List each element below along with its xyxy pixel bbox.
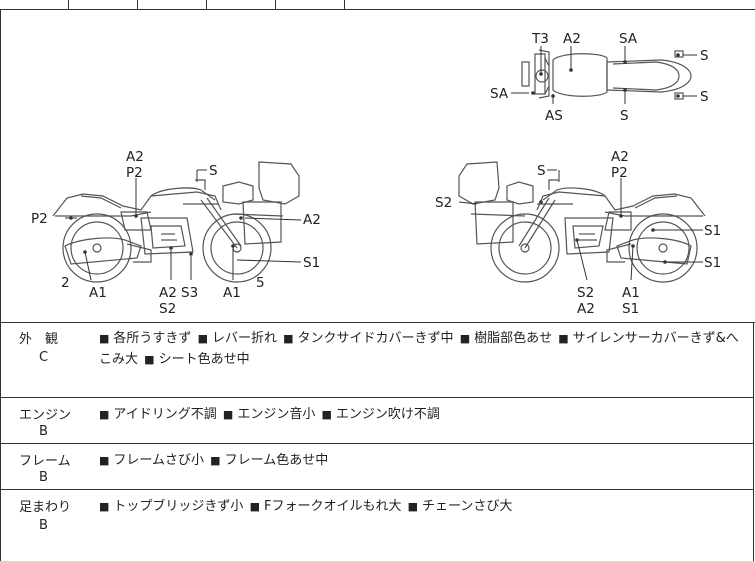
label-right-a2-bottom: A2: [577, 301, 595, 317]
section-grade: C: [39, 350, 49, 365]
label-left-5: 5: [256, 275, 265, 291]
label-right-s1-a: S1: [704, 223, 721, 239]
label-left-s1: S1: [303, 255, 320, 271]
section-items: ■トップブリッジきず小 ■Fフォークオイルもれ大 ■チェーンさび大: [99, 499, 513, 514]
section-category: 外 観: [19, 332, 59, 347]
top-table-strip: [0, 0, 755, 10]
item-text: フレームさび小: [113, 453, 205, 468]
label-left-p2-side: P2: [31, 211, 48, 227]
label-left-p2: P2: [126, 165, 143, 181]
label-top-t3: T3: [531, 31, 549, 47]
item-text: トップブリッジきず小: [113, 499, 244, 514]
left-side-bike: [52, 161, 300, 283]
label-left-a1-bottom: A1: [223, 285, 241, 301]
label-top-sa-right: SA: [619, 31, 638, 47]
label-right-s2-bottom: S2: [577, 285, 594, 301]
item-text: エンジン吹け不調: [335, 407, 440, 422]
label-top-as: AS: [545, 108, 563, 124]
label-left-a2-right: A2: [303, 212, 321, 228]
label-left-a2: A2: [126, 149, 144, 165]
item-text: シート色あせ中: [158, 352, 250, 367]
motorcycle-diagram-svg: T3 A2 SA S S SA AS S A2 P2 S P2 A2 S1 2 …: [31, 31, 721, 317]
section-grade: B: [39, 424, 48, 439]
table-divider: [68, 0, 69, 9]
item-text: サイレンサーカバーきず&へこみ大: [99, 331, 739, 367]
label-right-a2: A2: [611, 149, 629, 165]
item-text: チェーンさび大: [422, 499, 513, 514]
label-right-s1-c: S1: [622, 301, 639, 317]
item-text: 各所うすきず: [113, 331, 192, 346]
label-right-a1: A1: [622, 285, 640, 301]
item-text: フレーム色あせ中: [224, 453, 329, 468]
label-left-s2: S2: [159, 301, 176, 317]
section-category: エンジン: [19, 408, 72, 423]
label-right-s: S: [537, 163, 546, 179]
section-category: 足まわり: [19, 500, 72, 515]
label-right-p2: P2: [611, 165, 628, 181]
label-left-a2-bottom: A2: [159, 285, 177, 301]
label-left-2: 2: [61, 275, 70, 291]
motorcycle-damage-diagram: T3 A2 SA S S SA AS S A2 P2 S P2 A2 S1 2 …: [0, 9, 755, 323]
label-left-s3: S3: [181, 285, 198, 301]
section-engine: エンジン B ■アイドリング不調 ■エンジン音小 ■エンジン吹け不調: [0, 398, 754, 444]
section-grade: B: [39, 518, 48, 533]
section-items: ■アイドリング不調 ■エンジン音小 ■エンジン吹け不調: [99, 407, 440, 422]
label-top-s-bottom: S: [620, 108, 629, 124]
label-right-s2: S2: [435, 195, 452, 211]
section-grade: B: [39, 470, 48, 485]
label-top-a2: A2: [563, 31, 581, 47]
right-side-bike: [458, 161, 706, 283]
item-text: 樹脂部色あせ: [474, 331, 553, 346]
section-frame: フレーム B ■フレームさび小 ■フレーム色あせ中: [0, 444, 754, 490]
item-text: エンジン音小: [237, 407, 316, 422]
table-divider: [206, 0, 207, 9]
section-exterior: 外 観 C ■各所うすきず ■レバー折れ ■タンクサイドカバーきず中 ■樹脂部色…: [0, 322, 754, 398]
label-right-s1-b: S1: [704, 255, 721, 271]
item-text: Fフォークオイルもれ大: [263, 499, 402, 514]
item-text: アイドリング不調: [113, 407, 217, 422]
top-view-bike: [521, 49, 692, 100]
section-suspension: 足まわり B ■トップブリッジきず小 ■Fフォークオイルもれ大 ■チェーンさび大: [0, 490, 754, 561]
section-category: フレーム: [19, 454, 71, 469]
item-text: レバー折れ: [211, 331, 277, 346]
section-items: ■各所うすきず ■レバー折れ ■タンクサイドカバーきず中 ■樹脂部色あせ ■サイ…: [99, 331, 739, 367]
table-divider: [275, 0, 276, 9]
table-divider: [137, 0, 138, 9]
label-left-a1: A1: [89, 285, 107, 301]
item-text: タンクサイドカバーきず中: [297, 331, 454, 346]
label-top-s-lower: S: [700, 89, 709, 105]
table-divider: [344, 0, 345, 9]
section-items: ■フレームさび小 ■フレーム色あせ中: [99, 453, 329, 468]
label-top-s-upper: S: [700, 48, 709, 64]
label-left-s: S: [209, 163, 218, 179]
label-top-sa-left: SA: [490, 86, 509, 102]
